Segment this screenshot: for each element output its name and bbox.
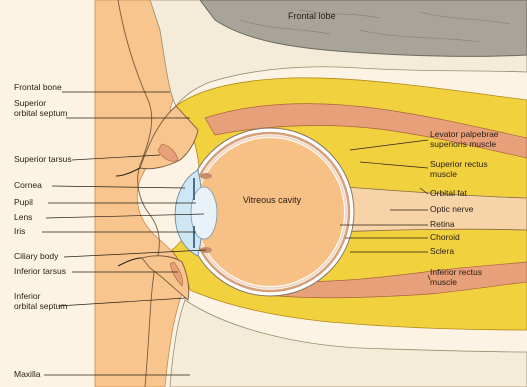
label-inferior-orbital-septum-2: orbital septum — [14, 302, 67, 312]
label-sclera: Sclera — [430, 247, 454, 257]
label-frontal-bone: Frontal bone — [14, 83, 62, 93]
label-orbital-fat: Orbital fat — [430, 189, 467, 199]
label-cornea: Cornea — [14, 181, 42, 191]
label-pupil: Pupil — [14, 198, 33, 208]
label-maxilla: Maxilla — [14, 370, 40, 380]
label-superior-rectus-2: muscle — [430, 170, 457, 180]
vitreous-cavity — [196, 138, 344, 286]
label-lens: Lens — [14, 213, 32, 223]
label-inferior-tarsus: Inferior tarsus — [14, 267, 66, 277]
label-superior-tarsus: Superior tarsus — [14, 155, 72, 165]
label-iris: Iris — [14, 227, 25, 237]
label-retina: Retina — [430, 220, 455, 230]
label-superior-orbital-septum-2: orbital septum — [14, 109, 67, 119]
ciliary-body-upper — [200, 173, 212, 179]
label-ciliary-body: Ciliary body — [14, 252, 58, 262]
label-inferior-rectus-2: muscle — [430, 278, 457, 288]
label-vitreous-cavity: Vitreous cavity — [243, 196, 301, 206]
label-choroid: Choroid — [430, 233, 460, 243]
label-levator-2: superioris muscle — [430, 140, 496, 150]
label-frontal-lobe: Frontal lobe — [288, 12, 336, 22]
label-optic-nerve: Optic nerve — [430, 205, 473, 215]
